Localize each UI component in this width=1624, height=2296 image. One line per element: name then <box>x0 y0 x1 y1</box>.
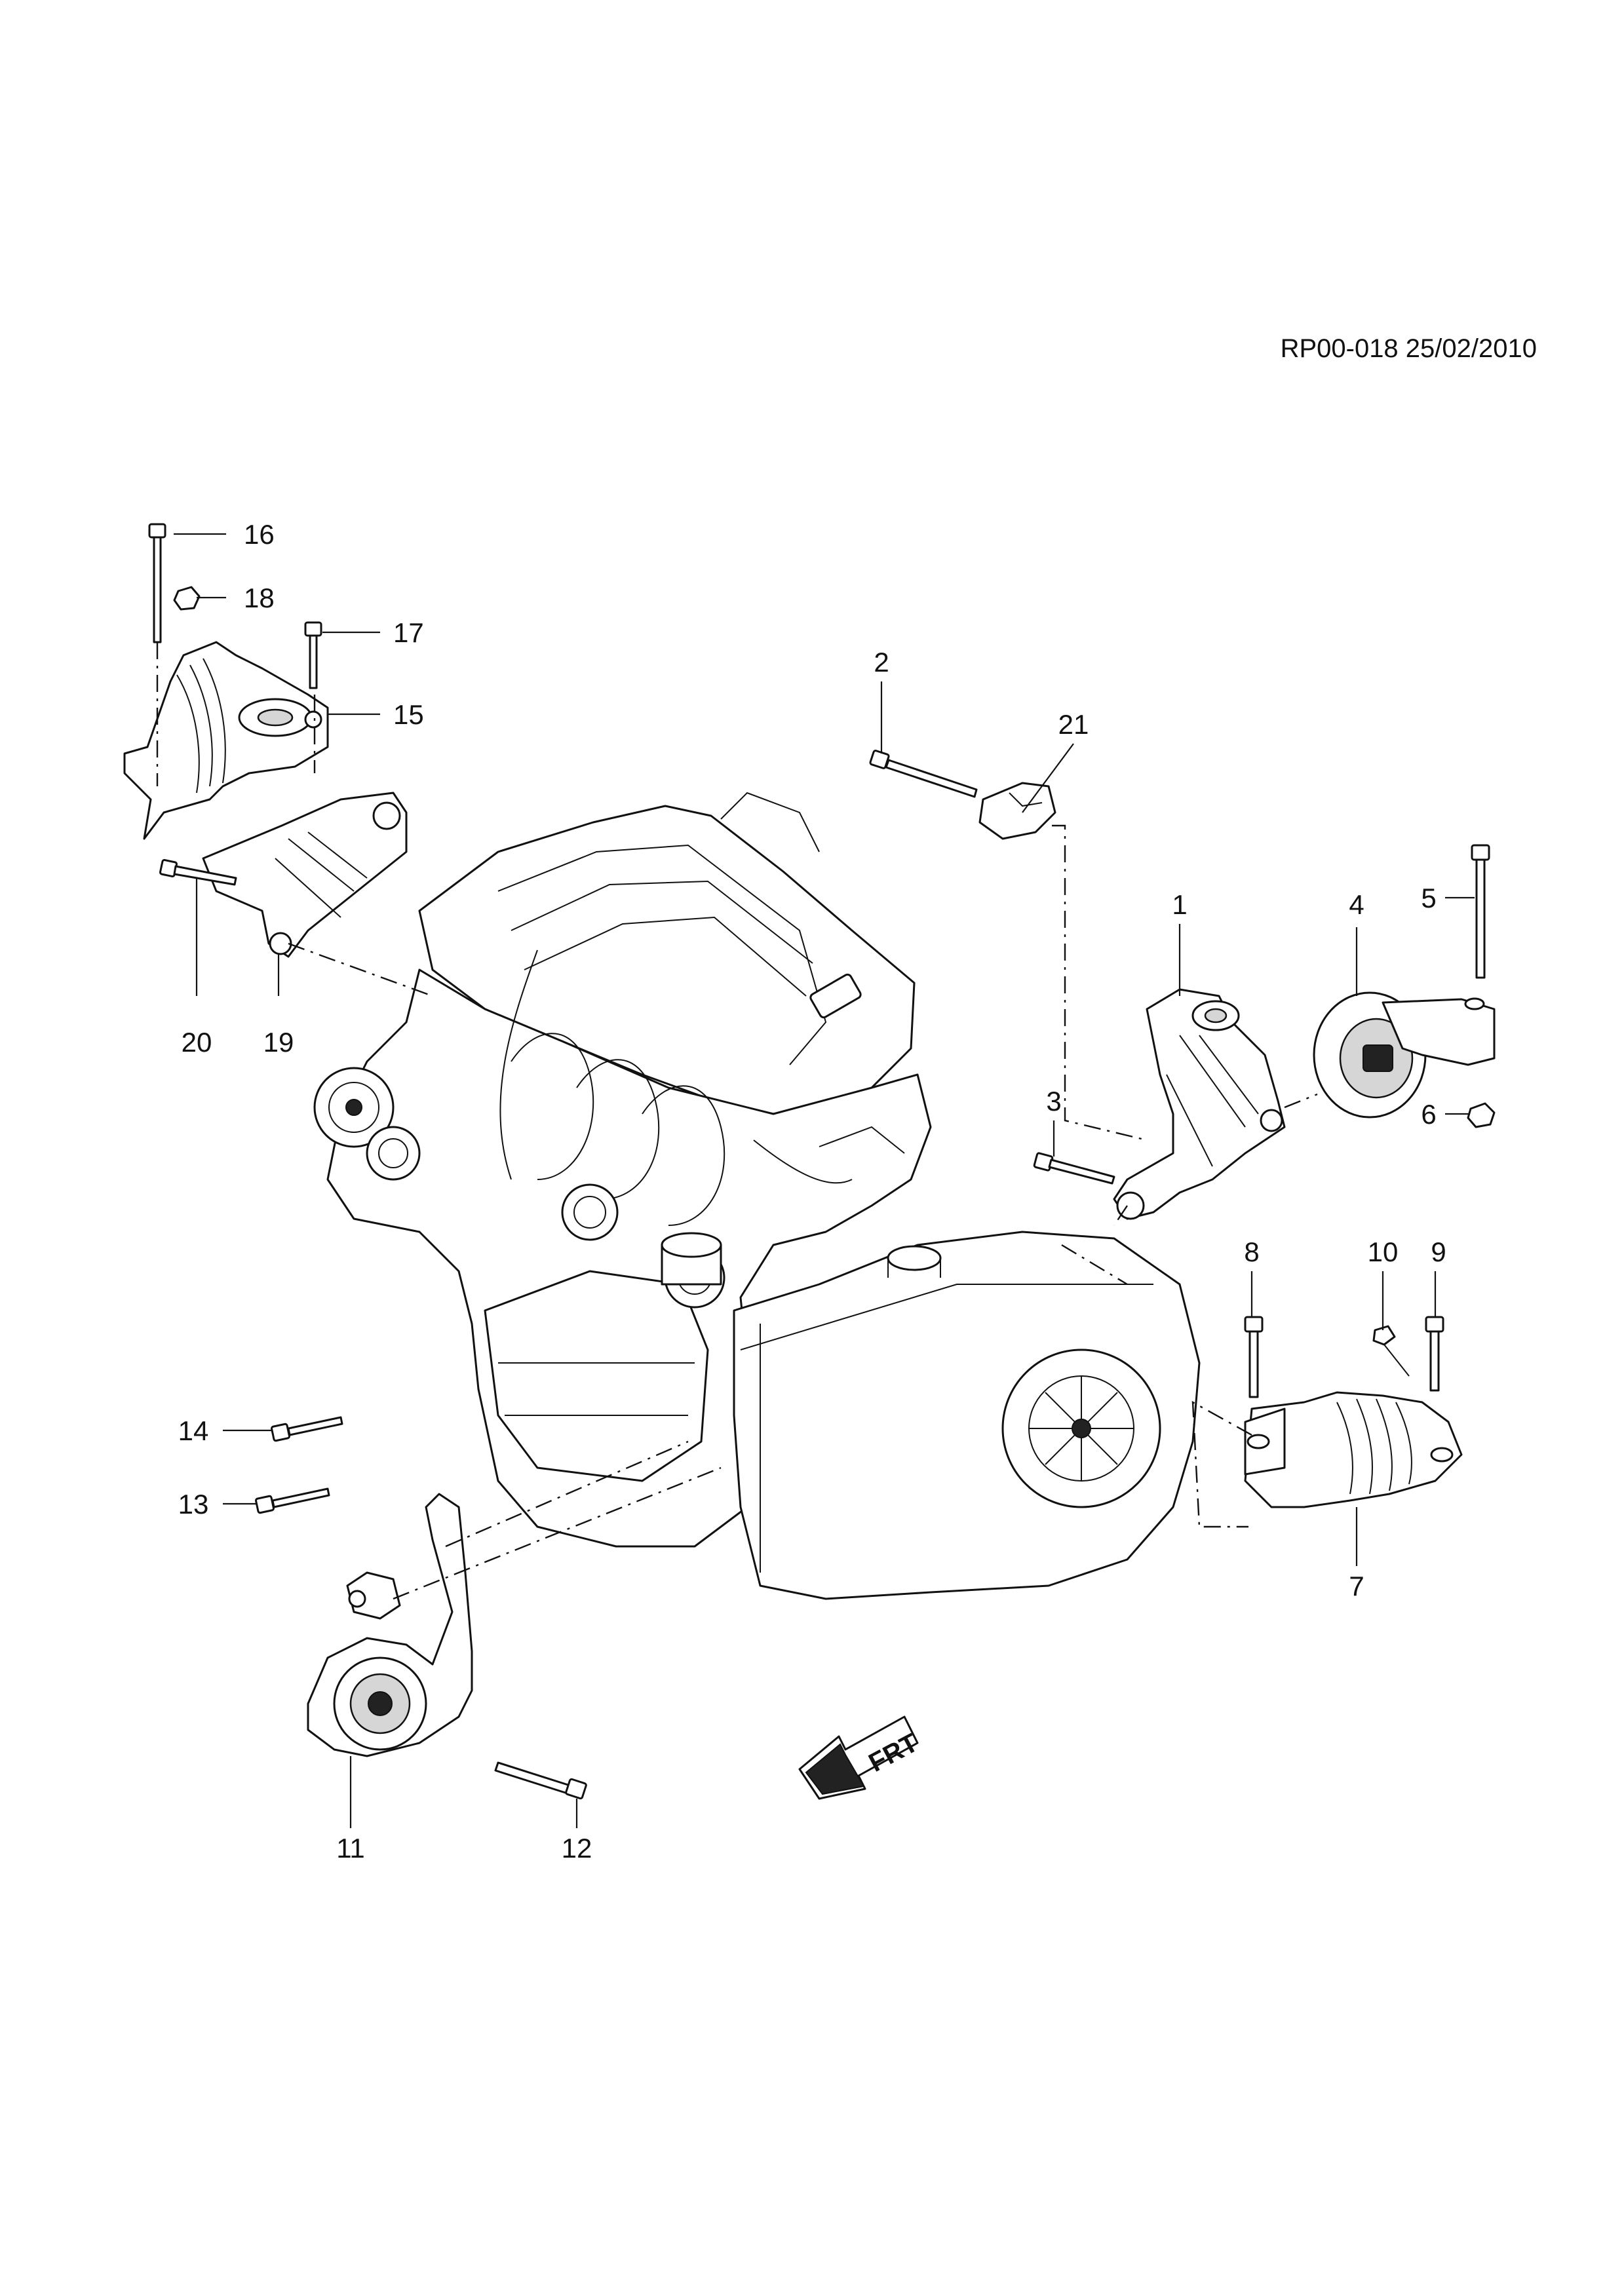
mount-4-illustration <box>1313 991 1496 1119</box>
callout-8: 8 <box>1244 1236 1259 1267</box>
bolt-14-illustration <box>271 1416 343 1442</box>
callout-7: 7 <box>1349 1571 1364 1601</box>
bolt-20-illustration <box>159 859 237 886</box>
bolt-3-illustration <box>1033 1152 1115 1185</box>
upper-mount-assembly-illustration <box>123 641 408 958</box>
bolt-2-illustration <box>869 750 978 798</box>
callout-3: 3 <box>1046 1086 1061 1117</box>
bolt-17-illustration <box>304 621 322 689</box>
callout-20: 20 <box>182 1027 212 1058</box>
callout-21: 21 <box>1058 709 1089 740</box>
callout-10: 10 <box>1368 1236 1399 1267</box>
shield-21-illustration <box>978 782 1056 840</box>
callout-2: 2 <box>874 647 889 678</box>
bolt-13-illustration <box>255 1487 330 1514</box>
callout-12: 12 <box>562 1833 592 1864</box>
assembly-lines <box>156 642 1318 1600</box>
callout-16: 16 <box>244 519 275 550</box>
callout-9: 9 <box>1431 1236 1446 1267</box>
callout-6: 6 <box>1421 1099 1436 1130</box>
mount-7-illustration <box>1244 1391 1463 1508</box>
bolt-9-illustration <box>1425 1316 1444 1392</box>
nut-18-illustration <box>173 586 201 611</box>
callout-11: 11 <box>336 1833 365 1864</box>
callout-15: 15 <box>393 699 424 730</box>
callout-5: 5 <box>1421 883 1436 913</box>
callout-labels: 16 18 17 15 20 19 2 21 1 4 5 3 6 8 10 9 … <box>178 519 1446 1864</box>
nut-6-illustration <box>1467 1102 1496 1128</box>
callout-13: 13 <box>178 1489 209 1520</box>
reference-code: RP00-018 25/02/2010 <box>1281 334 1537 363</box>
bracket-1-illustration <box>1113 988 1286 1220</box>
callout-14: 14 <box>178 1415 209 1446</box>
callout-1: 1 <box>1172 889 1187 920</box>
callout-19: 19 <box>263 1027 294 1058</box>
callout-4: 4 <box>1349 889 1364 920</box>
callout-18: 18 <box>244 583 275 613</box>
bolt-12-illustration <box>494 1761 587 1800</box>
bolt-8-illustration <box>1244 1316 1264 1398</box>
front-direction-arrow-icon: FRT <box>798 1715 923 1800</box>
leader-lines <box>174 533 1475 1828</box>
mount-11-illustration <box>307 1493 473 1757</box>
bolt-16-illustration <box>148 523 166 643</box>
clip-10-illustration <box>1372 1325 1410 1377</box>
engine-assembly-illustration <box>313 792 1201 1600</box>
callout-17: 17 <box>393 617 424 648</box>
bolt-5-illustration <box>1471 844 1490 979</box>
